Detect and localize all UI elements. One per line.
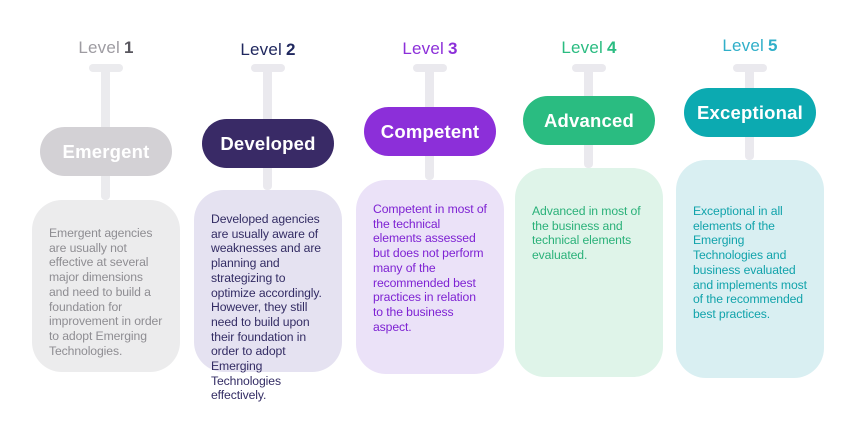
level-pill-emergent: Emergent — [40, 127, 172, 176]
level-card-competent: Competent in most of the technical eleme… — [356, 180, 504, 374]
level-number: 3 — [447, 39, 458, 58]
level-number: 4 — [606, 38, 617, 57]
level-word: Level — [78, 38, 120, 57]
level-card-exceptional: Exceptional in all elements of the Emerg… — [676, 160, 824, 378]
level-pill-label: Competent — [380, 120, 480, 142]
level-pill-advanced: Advanced — [523, 96, 655, 145]
level-pill-label: Developed — [220, 132, 316, 154]
level-pill-label: Exceptional — [696, 101, 804, 123]
level-pill-exceptional: Exceptional — [684, 88, 816, 137]
level-word: Level — [561, 38, 603, 57]
level-pill-label: Advanced — [543, 109, 635, 131]
level-card-developed: Developed agencies are usually aware of … — [194, 190, 342, 402]
level-description: Competent in most of the technical eleme… — [373, 202, 487, 334]
level-description: Exceptional in all elements of the Emerg… — [693, 204, 807, 321]
level-card-advanced: Advanced in most of the business and tec… — [515, 168, 663, 377]
level-number: 1 — [123, 38, 134, 57]
level-pill-competent: Competent — [364, 107, 496, 156]
level-description: Emergent agencies are usually not effect… — [49, 226, 163, 358]
level-number: 2 — [285, 40, 296, 59]
level-description: Developed agencies are usually aware of … — [211, 212, 322, 403]
level-pill-label: Emergent — [62, 140, 150, 162]
level-word: Level — [240, 40, 282, 59]
level-pill-developed: Developed — [202, 119, 334, 168]
level-description: Advanced in most of the business and tec… — [532, 204, 641, 263]
level-card-emergent: Emergent agencies are usually not effect… — [32, 200, 180, 372]
level-word: Level — [722, 36, 764, 55]
level-number: 5 — [767, 36, 778, 55]
level-word: Level — [402, 39, 444, 58]
